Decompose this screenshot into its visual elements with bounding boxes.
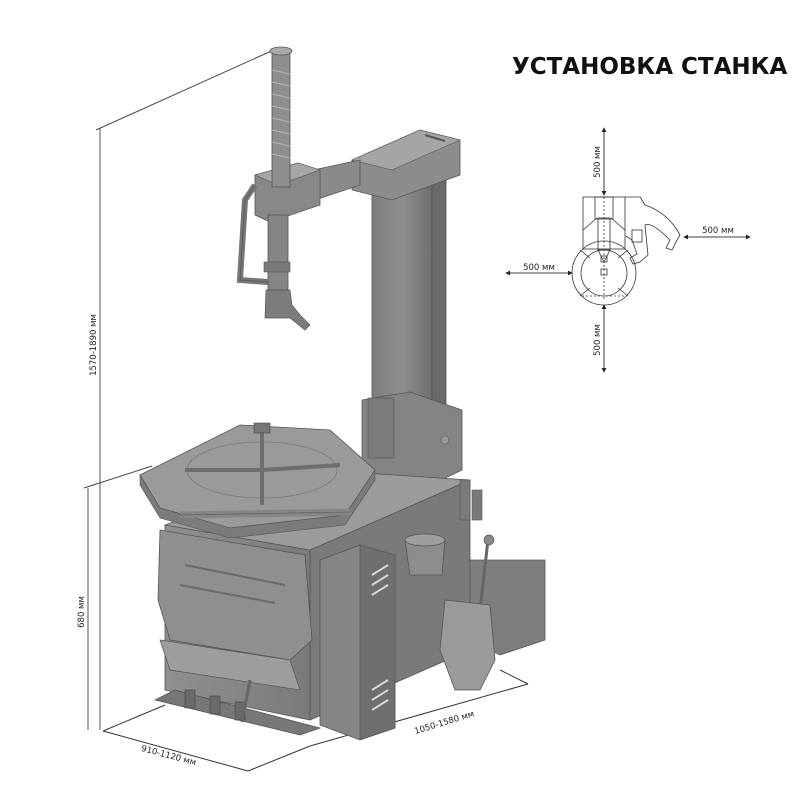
clearance-top-label: 500 мм bbox=[593, 146, 603, 178]
clearance-right-label: 500 мм bbox=[702, 226, 734, 236]
clamping-jaws bbox=[185, 430, 341, 505]
bead-breaker-shoe bbox=[439, 599, 496, 691]
total-height-label: 1570-1890 мм bbox=[89, 314, 99, 376]
depth-label: 1050-1580 мм bbox=[413, 709, 475, 737]
dimension-total-height: 1570-1890 мм bbox=[89, 47, 279, 730]
clearance-plan-diagram bbox=[505, 127, 751, 373]
clearance-left-label: 500 мм bbox=[523, 263, 555, 273]
dimension-width: 910-1120 мм bbox=[102, 704, 311, 772]
mount-head bbox=[264, 289, 311, 331]
lever bbox=[478, 539, 490, 611]
mount-demount-tool-shaft bbox=[267, 214, 289, 291]
page-title: УСТАНОВКА СТАНКА bbox=[512, 54, 788, 80]
dimension-table-height: 680 мм bbox=[77, 465, 153, 730]
tire-changer-illustration bbox=[139, 46, 546, 741]
clearance-bottom-label: 500 мм bbox=[593, 324, 603, 356]
table-height-label: 680 мм bbox=[77, 596, 87, 628]
width-label: 910-1120 мм bbox=[140, 744, 197, 768]
